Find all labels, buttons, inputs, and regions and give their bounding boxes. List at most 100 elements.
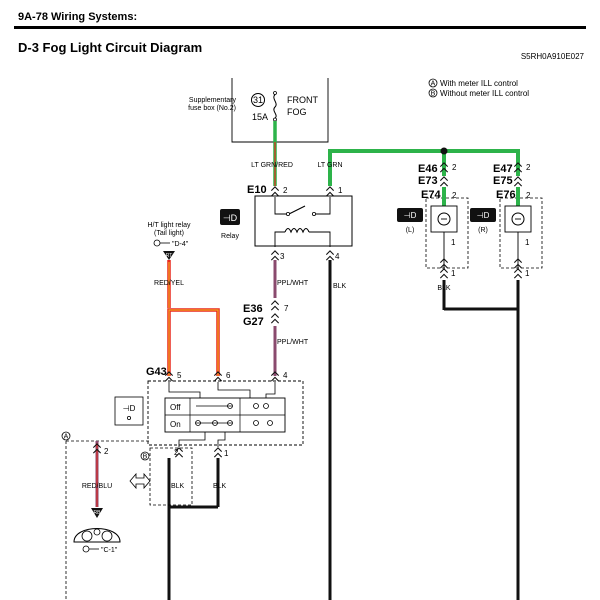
fog-light-icon: ⊣D [123,404,136,413]
connector-chevron-icon [213,447,223,458]
wire-label-red-blu: RED/BLU [82,483,112,490]
connector-chevron-icon [270,186,280,197]
connector-chevron-icon [325,186,335,197]
fog-light-left: E46 E73 2 E74 2 ⊣D (L) 1 1 [397,162,469,310]
fuse-number: 31 [253,95,263,105]
relay-pin-1: 1 [338,186,343,195]
relay-label: Relay [221,233,239,240]
tail-relay-badge: RT [166,253,173,259]
connector-chevron-icon [513,176,523,187]
joint-connector-a: E36 [243,303,263,315]
wire-label-blk-relay: BLK [333,283,347,290]
legend-b-mark: B [431,91,436,98]
fog-right-lamp-pin-bottom: 1 [525,238,530,247]
option-a-circle [61,431,71,441]
fog-right-icon-bg [470,208,496,222]
relay-pin-4: 4 [335,252,340,261]
switch-off-label: Off [170,403,181,412]
fog-right-lamp-pin-top: 2 [526,191,531,200]
relay-switch-contact [288,205,306,215]
relay-icon: ⊣D [223,213,238,223]
relay-e10: E10 2 1 3 4 ⊣D Relay [220,184,353,261]
fuse-box: Supplementary fuse box (No.2) 31 15A FRO… [188,78,329,143]
page-header: 9A-78 Wiring Systems: [14,8,586,29]
lamp-bulb-icon [511,212,525,226]
fog-right-pin-top: 2 [526,163,531,172]
option-b-circle [140,451,150,461]
reference-icon [153,239,161,247]
fog-right-lamp-conn: E76 [496,189,516,201]
meter-pin: 2 [104,447,109,456]
wire-label-ppl-wht-upper: PPL/WHT [277,280,309,287]
wire-label-blk-sw2: BLK [171,483,185,490]
fog-right-side: (R) [478,227,488,234]
fog-light-icon: ⊣D [404,211,417,220]
tail-relay-ref: "D-4" [172,241,189,248]
relay-connector-id: E10 [247,184,267,196]
fog-switch-g43: G43 5 6 4 Off On ⊣D 2 1 [114,366,304,458]
connector-chevron-icon [439,268,449,279]
joint-connector-b: G27 [243,316,264,328]
option-b-box [149,447,193,506]
wire-label-blk-fog: BLK [437,285,451,292]
legend-b-text: Without meter ILL control [440,89,529,98]
tail-relay-line1: H/T light relay [147,222,191,229]
legend-a-mark: A [431,81,436,88]
wire-label-red-yel: RED/YEL [154,280,184,287]
wire-label-lt-grn: LT GRN [317,162,342,169]
relay-pin-2: 2 [283,186,288,195]
switch-connector-id: G43 [146,366,167,378]
fog-left-pin-bottom: 1 [451,269,456,278]
page-reference: 9A-78 Wiring Systems: [18,11,138,23]
meter-mark-b: B [143,454,148,461]
fuse-box-name-2: fuse box (No.2) [188,105,236,112]
wire-label-lt-grn-red: LT GRN/RED [251,162,293,169]
fog-right-conn-upper: E47 [493,163,513,175]
fuse-rating: 15A [252,112,268,122]
connector-chevron-icon [270,300,280,311]
relay-pin-3: 3 [280,252,285,261]
relay-coil-icon [284,227,310,234]
relay-outline [254,195,353,247]
legend-a-circle [428,78,438,88]
meter-cluster-icon [73,528,121,543]
reference-icon [82,545,90,553]
switch-pin-4: 4 [283,371,288,380]
meter-badge: RB [94,510,102,516]
diagram-title: D-3 Fog Light Circuit Diagram [18,40,203,55]
switch-knob-outline [114,396,144,426]
fuse-number-circle [251,93,265,107]
lamp-bulb-icon [437,212,451,226]
fog-light-icon: ⊣D [477,211,490,220]
fuse-box-outline [231,78,329,143]
fog-left-icon-bg [397,208,423,222]
fuse-box-name-1: Supplementary [189,97,237,104]
switch-pin-2: 2 [174,448,179,457]
fuse-icon [273,94,277,119]
wire-label-ppl-wht-lower: PPL/WHT [277,339,309,346]
wire-label-blk-sw1: BLK [213,483,227,490]
fog-right-pin-bottom: 1 [525,269,530,278]
meter-ref: "C-1" [101,547,118,554]
tail-relay-line2: (Tail light) [154,230,184,237]
combination-meter: A 2 RED/BLU RB "C-1" [61,431,150,600]
connector-chevron-icon [270,313,280,324]
document-code: S5RH0A910E027 [520,52,584,61]
switch-on-label: On [170,420,181,429]
tail-light-relay: H/T light relay (Tail light) "D-4" RT [147,222,191,260]
wire-red-yel-loop [167,308,220,376]
fog-left-lamp-pin-top: 2 [452,191,457,200]
connector-chevron-icon [270,250,280,261]
legend-a-text: With meter ILL control [440,79,518,88]
fog-left-pin-top: 2 [452,163,457,172]
switch-pin-5: 5 [177,371,182,380]
fog-left-conn-lower: E73 [418,175,438,187]
fog-left-side: (L) [406,227,415,234]
fuse-label-2: FOG [287,107,307,117]
tail-relay-badge-icon [163,251,175,260]
fog-right-conn-lower: E75 [493,175,513,187]
meter-mark-a: A [64,434,69,441]
option-arrow-icon [129,472,151,490]
relay-icon-bg [220,209,240,225]
